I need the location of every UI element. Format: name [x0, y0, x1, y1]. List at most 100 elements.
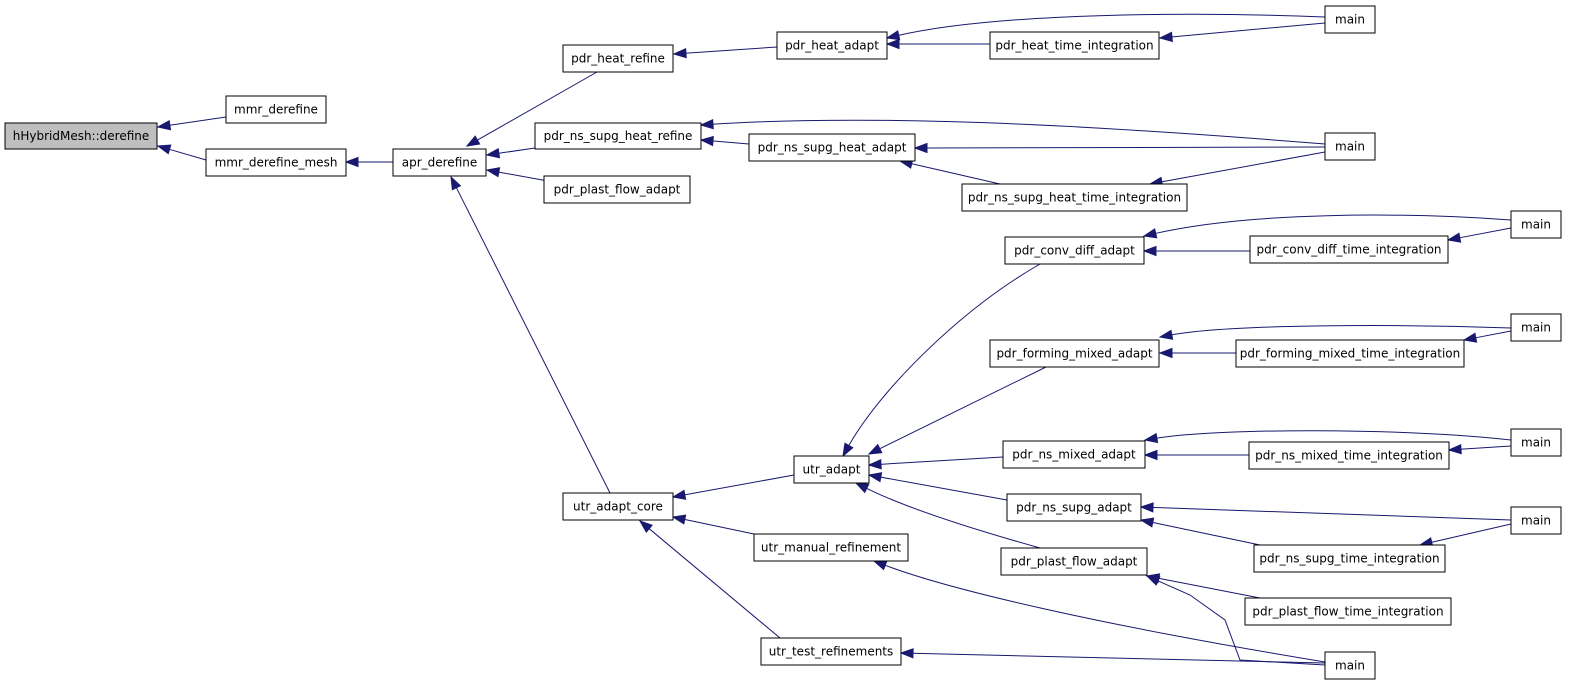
node-box[interactable] [1000, 547, 1148, 576]
edges-layer [156, 13, 1512, 666]
edge-arrowhead [913, 142, 928, 154]
edge-main_6-to-pdr_ns_supg_time_integration [1418, 523, 1512, 548]
edge-line [497, 171, 549, 182]
edge-line [455, 186, 611, 494]
edge-arrowhead [1143, 432, 1159, 444]
edge-arrowhead [854, 482, 870, 494]
node-box[interactable] [1244, 597, 1452, 626]
node-box[interactable] [1253, 544, 1446, 573]
node-pdr-ns-supg-time-integration[interactable]: pdr_ns_supg_time_integration [1253, 544, 1446, 573]
node-box[interactable] [1324, 132, 1376, 161]
node-box[interactable] [1006, 493, 1142, 522]
edge-main_2-to-pdr_ns_supg_heat_refine [699, 118, 1326, 145]
node-label: utr_test_refinements [769, 645, 894, 659]
node-pdr-ns-supg-heat-refine[interactable]: pdr_ns_supg_heat_refine [534, 122, 702, 150]
edge-arrowhead [450, 175, 462, 191]
node-box[interactable] [776, 31, 888, 60]
node-pdr-ns-mixed-time-integration[interactable]: pdr_ns_mixed_time_integration [1248, 441, 1450, 470]
node-box[interactable] [562, 492, 674, 521]
node-box[interactable] [1249, 235, 1449, 264]
edge-arrowhead [885, 30, 901, 41]
node-label: main [1521, 218, 1551, 232]
node-hybrid[interactable]: hHybridMesh::derefine [4, 122, 158, 150]
node-box[interactable] [562, 44, 674, 73]
node-utr-adapt[interactable]: utr_adapt [793, 455, 870, 484]
node-main-2[interactable]: main [1324, 132, 1376, 161]
node-pdr-conv-diff-adapt[interactable]: pdr_conv_diff_adapt [1004, 236, 1145, 265]
node-pdr-ns-supg-adapt[interactable]: pdr_ns_supg_adapt [1006, 493, 1142, 522]
node-box[interactable] [1248, 441, 1450, 470]
node-apr-derefine[interactable]: apr_derefine [392, 148, 487, 177]
edge-main_5-to-pdr_ns_mixed_time_integration [1447, 443, 1512, 455]
node-box[interactable] [748, 133, 916, 162]
node-box[interactable] [392, 148, 487, 177]
node-box[interactable] [543, 175, 691, 204]
node-main-4[interactable]: main [1510, 313, 1562, 342]
edge-arrowhead [638, 520, 653, 534]
node-box[interactable] [1510, 506, 1562, 535]
node-pdr-heat-refine[interactable]: pdr_heat_refine [562, 44, 674, 73]
edge-line [711, 119, 1326, 145]
node-mmr-derefine[interactable]: mmr_derefine [225, 95, 327, 124]
node-label: apr_derefine [402, 156, 478, 170]
edge-line [1157, 577, 1261, 599]
node-box[interactable] [1510, 313, 1562, 342]
node-pdr-heat-time-integration[interactable]: pdr_heat_time_integration [989, 31, 1160, 60]
node-box[interactable] [989, 339, 1160, 368]
node-pdr-ns-mixed-adapt[interactable]: pdr_ns_mixed_adapt [1002, 440, 1146, 469]
node-box[interactable] [961, 183, 1188, 212]
node-utr-adapt-core[interactable]: utr_adapt_core [562, 492, 674, 521]
node-pdr-forming-mixed-time-integration[interactable]: pdr_forming_mixed_time_integration [1235, 339, 1465, 368]
node-box[interactable] [1510, 428, 1562, 457]
node-box[interactable] [753, 533, 909, 562]
node-utr-test-refinements[interactable]: utr_test_refinements [760, 637, 902, 666]
node-pdr-conv-diff-time-integration[interactable]: pdr_conv_diff_time_integration [1249, 235, 1449, 264]
node-box[interactable] [1324, 5, 1376, 34]
edge-arrowhead [1158, 329, 1174, 340]
node-box[interactable] [793, 455, 870, 484]
node-main-7[interactable]: main [1324, 651, 1376, 680]
node-box[interactable] [225, 95, 327, 124]
node-box[interactable] [205, 148, 347, 177]
node-main-1[interactable]: main [1324, 5, 1376, 34]
node-pdr-ns-supg-heat-adapt[interactable]: pdr_ns_supg_heat_adapt [748, 133, 916, 162]
edge-line [1458, 227, 1512, 239]
edge-arrowhead [1139, 517, 1155, 528]
node-box[interactable] [1002, 440, 1146, 469]
edge-arrowhead [885, 38, 900, 50]
node-main-5[interactable]: main [1510, 428, 1562, 457]
edge-pdr_plast_flow_adapt_1-to-apr_derefine [485, 167, 549, 182]
node-label: mmr_derefine_mesh [215, 156, 338, 170]
node-pdr-ns-supg-heat-time-integration[interactable]: pdr_ns_supg_heat_time_integration [961, 183, 1188, 212]
node-label: main [1335, 13, 1365, 27]
node-box[interactable] [1324, 651, 1376, 680]
edge-arrowhead [1142, 245, 1157, 257]
node-box[interactable] [760, 637, 902, 666]
node-pdr-plast-flow-adapt-2[interactable]: pdr_plast_flow_adapt [1000, 547, 1148, 576]
node-main-3[interactable]: main [1510, 210, 1562, 239]
node-mmr-derefine-mesh[interactable]: mmr_derefine_mesh [205, 148, 347, 177]
node-box[interactable] [1510, 210, 1562, 239]
node-pdr-plast-flow-adapt-1[interactable]: pdr_plast_flow_adapt [543, 175, 691, 204]
node-label: pdr_forming_mixed_adapt [996, 347, 1152, 361]
edge-arrowhead [1145, 573, 1161, 584]
node-box[interactable] [989, 31, 1160, 60]
node-pdr-plast-flow-time-integration[interactable]: pdr_plast_flow_time_integration [1244, 597, 1452, 626]
edge-line [1430, 523, 1512, 544]
node-pdr-forming-mixed-adapt[interactable]: pdr_forming_mixed_adapt [989, 339, 1160, 368]
node-box[interactable] [1004, 236, 1145, 265]
edge-line [897, 13, 1326, 37]
edge-main_4-to-pdr_forming_mixed_time_integration [1462, 330, 1512, 343]
node-box[interactable] [1235, 339, 1465, 368]
edge-main_3-to-pdr_conv_diff_adapt [1142, 214, 1512, 239]
node-label: pdr_ns_supg_time_integration [1259, 552, 1439, 566]
node-label: pdr_ns_supg_heat_time_integration [968, 191, 1181, 205]
node-pdr-heat-adapt[interactable]: pdr_heat_adapt [776, 31, 888, 60]
node-label: pdr_ns_supg_adapt [1016, 501, 1132, 515]
node-box[interactable] [534, 122, 702, 150]
node-utr-manual-refinement[interactable]: utr_manual_refinement [753, 533, 909, 562]
node-box[interactable] [4, 122, 158, 150]
edge-line [1154, 214, 1512, 235]
node-main-6[interactable]: main [1510, 506, 1562, 535]
edge-line [1151, 521, 1261, 546]
